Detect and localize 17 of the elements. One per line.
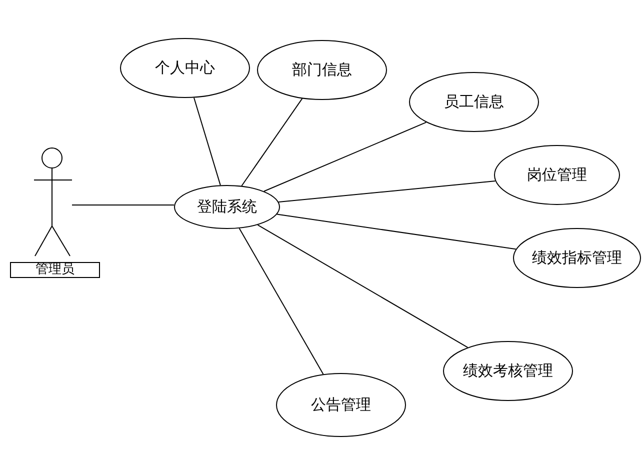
association-line <box>276 214 516 250</box>
association-line <box>193 97 221 186</box>
use-case-label: 绩效指标管理 <box>531 248 623 268</box>
use-case-label: 个人中心 <box>154 58 216 78</box>
use-case-label: 登陆系统 <box>196 198 258 216</box>
use-case-label: 部门信息 <box>291 60 353 80</box>
association-line <box>241 98 303 186</box>
association-line <box>264 122 427 192</box>
association-line <box>72 204 174 206</box>
use-case-label: 岗位管理 <box>526 166 588 184</box>
use-case-label: 公告管理 <box>310 396 372 414</box>
association-line <box>257 224 468 348</box>
actor <box>10 146 100 278</box>
association-line <box>278 180 496 202</box>
use-case-label: 绩效考核管理 <box>462 362 554 380</box>
association-line <box>238 228 324 375</box>
use-case-label: 员工信息 <box>443 92 505 112</box>
